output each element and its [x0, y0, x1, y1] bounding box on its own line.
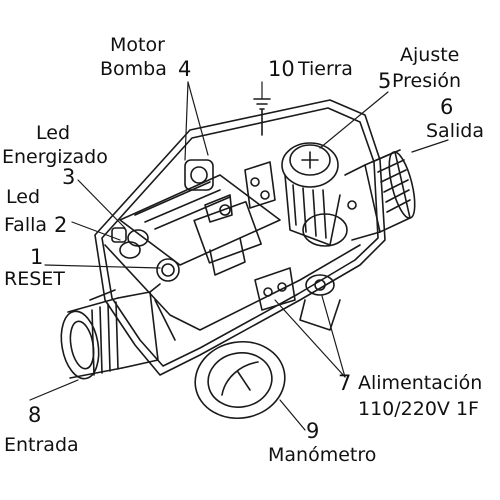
label-led-energizado-1: Led — [36, 122, 71, 144]
callout-1: 1 — [30, 245, 44, 269]
leader-lines — [29, 81, 449, 431]
label-led-falla-1: Led — [6, 186, 41, 208]
housing — [94, 99, 386, 376]
label-reset: RESET — [4, 268, 65, 290]
callout-2: 2 — [54, 213, 68, 237]
label-motor: Motor — [110, 34, 165, 56]
callout-10: 10 — [268, 57, 295, 81]
label-falla: Falla — [4, 214, 48, 236]
label-bomba: Bomba — [100, 58, 167, 80]
callout-7: 7 — [338, 371, 352, 395]
label-ajuste: Ajuste — [400, 44, 460, 66]
label-energizado: Energizado — [2, 146, 108, 168]
label-alimentacion: Alimentación — [358, 372, 483, 394]
callout-5: 5 — [378, 69, 392, 93]
manometer-gauge — [194, 340, 286, 420]
label-voltaje: 110/220V 1F — [358, 398, 479, 420]
callout-9: 9 — [306, 419, 320, 443]
leds-and-reset — [111, 227, 180, 282]
label-presion: Presión — [392, 70, 462, 92]
label-tierra: Tierra — [298, 58, 353, 80]
callout-3: 3 — [62, 165, 76, 189]
callout-4: 4 — [178, 57, 192, 81]
callout-8: 8 — [28, 403, 42, 427]
label-entrada: Entrada — [4, 434, 79, 456]
pressure-adjust-knob — [281, 142, 357, 247]
outlet-fitting — [344, 149, 416, 241]
terminal-board — [119, 159, 281, 276]
inlet-fitting — [60, 283, 161, 380]
callout-6: 6 — [440, 95, 454, 119]
label-manometro: Manómetro — [268, 444, 377, 466]
label-salida: Salida — [426, 120, 484, 142]
power-terminals — [254, 267, 341, 331]
